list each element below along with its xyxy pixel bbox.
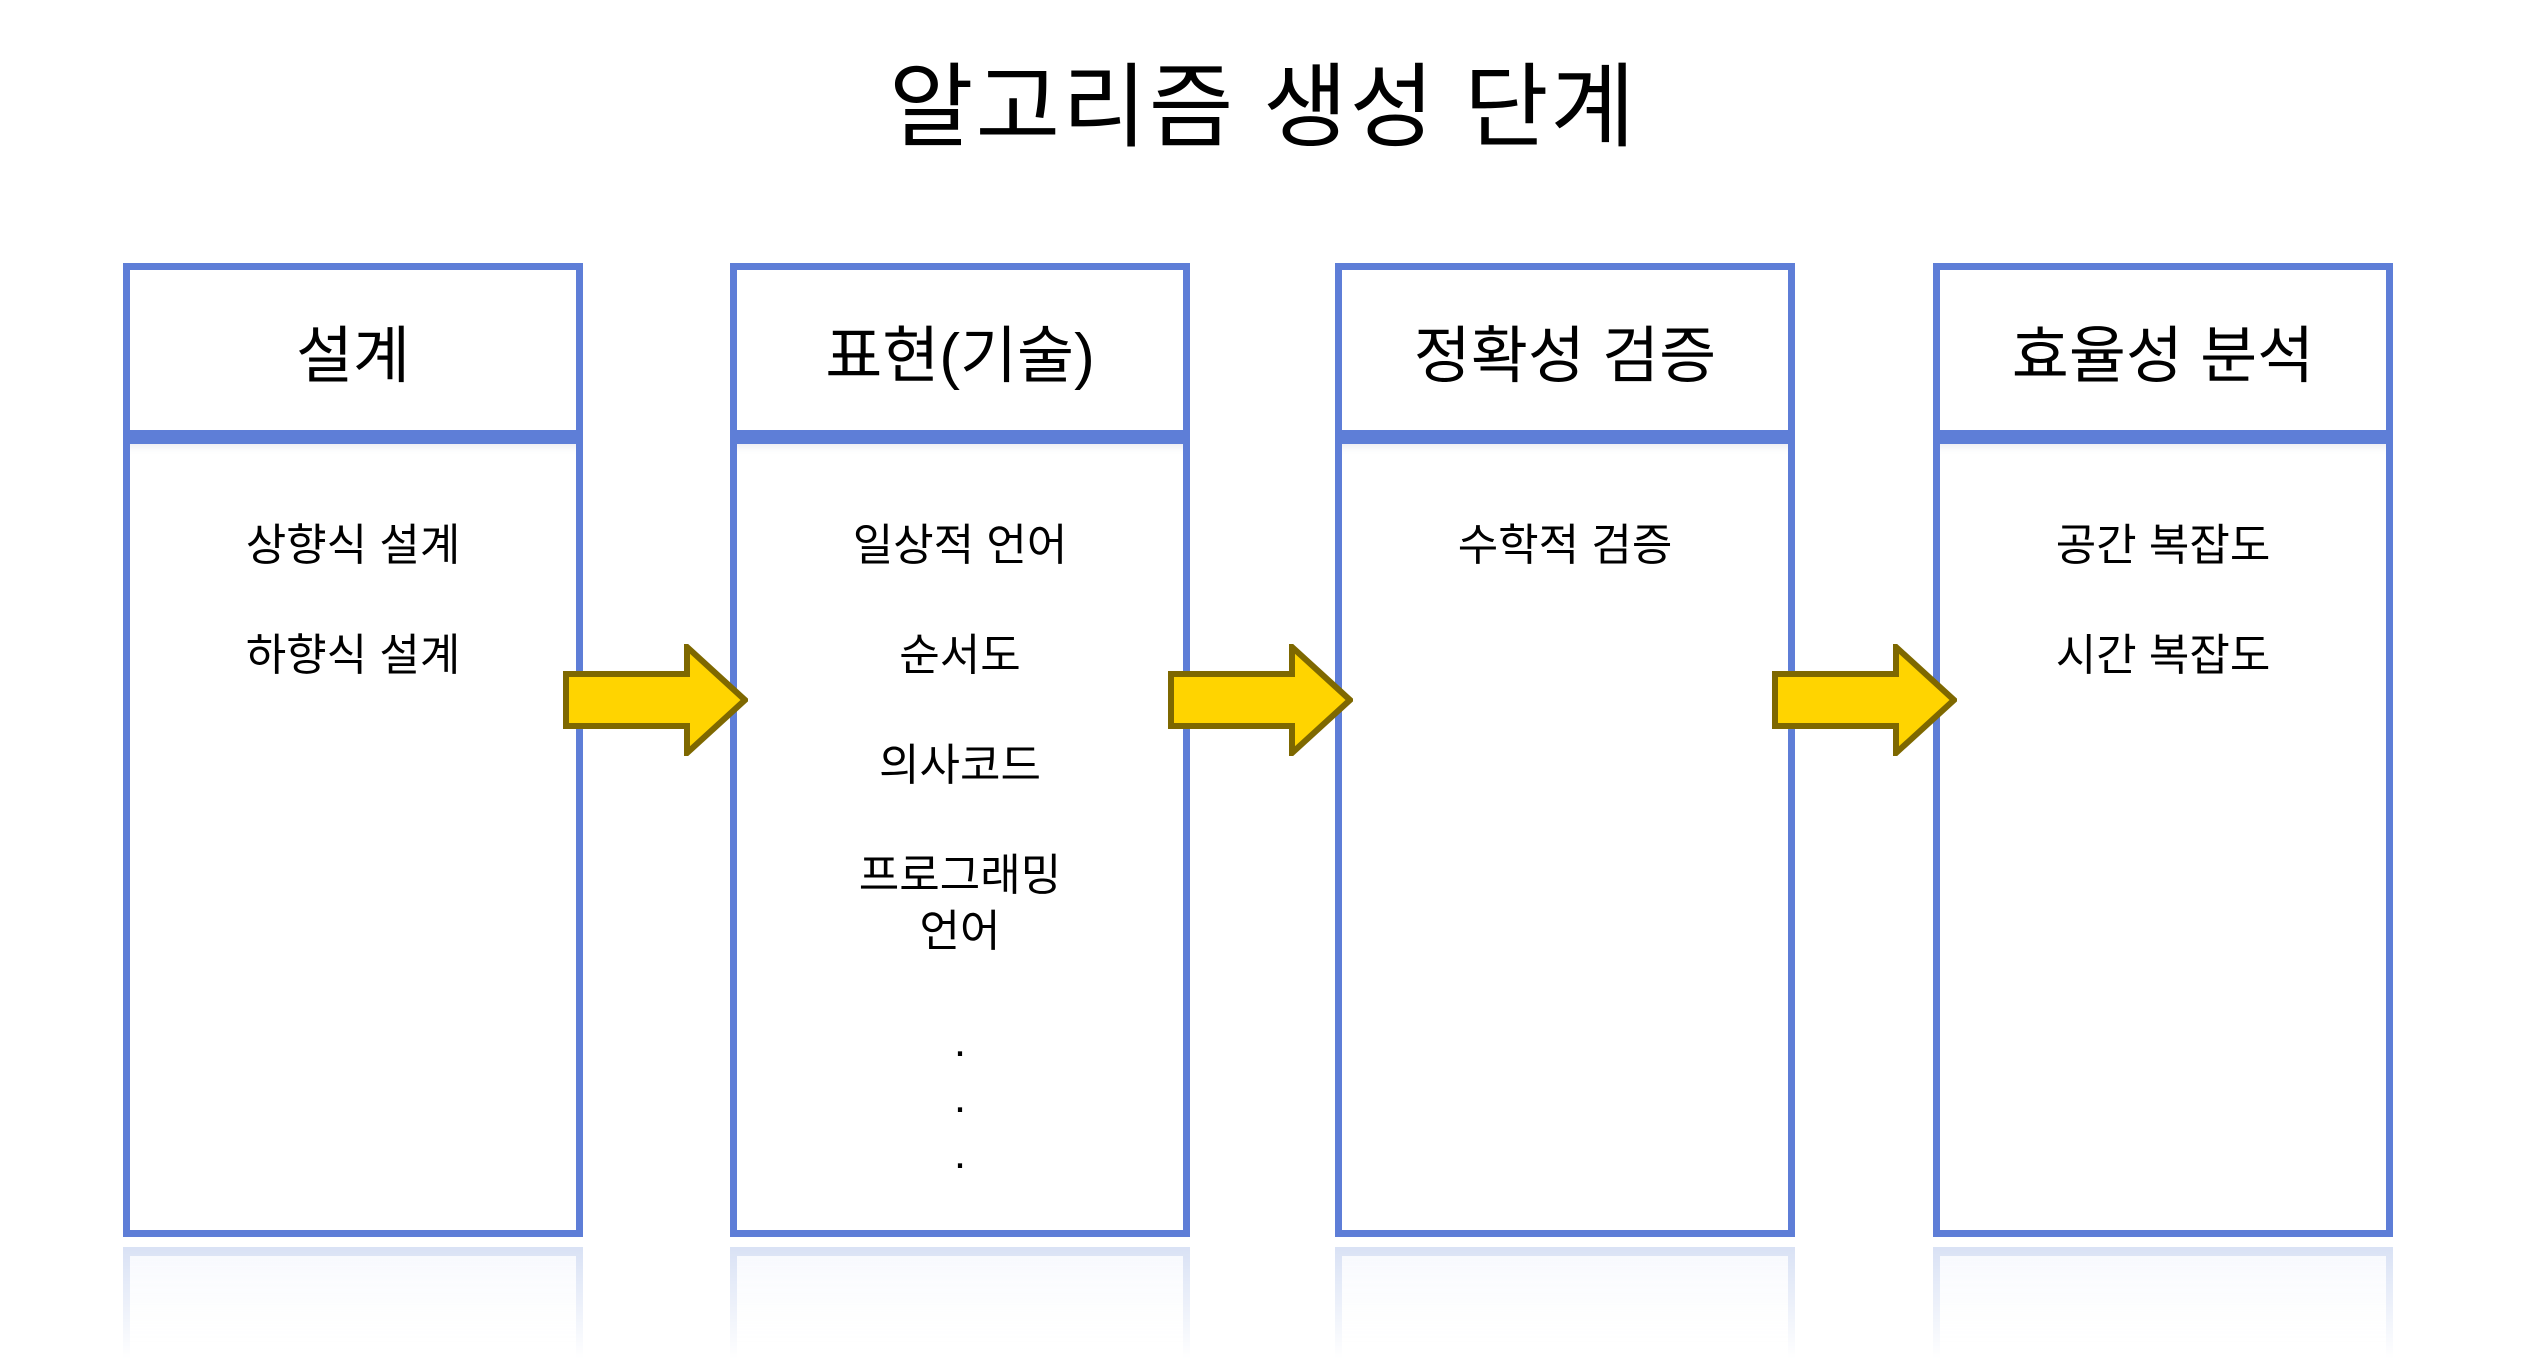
stage-header-label: 정확성 검증 [1413, 322, 1717, 391]
stage-item: 상향식 설계 [245, 521, 461, 570]
flow-arrow-icon [1772, 644, 1957, 756]
stage-body-correctness: 수학적 검증 [1335, 437, 1795, 1237]
flow-arrow-icon [563, 644, 748, 756]
stage-item: 일상적 언어 [852, 521, 1068, 570]
stage-header-label: 설계 [295, 322, 411, 391]
diagram-title: 알고리즘 생성 단계 [888, 57, 1638, 159]
stage-item: 수학적 검증 [1457, 521, 1673, 570]
stage-header-design: 설계 [123, 263, 583, 437]
stage-header-correctness: 정확성 검증 [1335, 263, 1795, 437]
stage-item: 순서도 [899, 631, 1021, 680]
stage-item: 프로그래밍 언어 [858, 851, 1062, 956]
stage-item: 시간 복잡도 [2055, 631, 2271, 680]
flow-arrow-icon [1168, 644, 1353, 756]
box-reflection [1933, 1247, 2393, 1359]
box-reflection [1335, 1247, 1795, 1359]
stage-column-correctness: 정확성 검증 수학적 검증 [1335, 263, 1795, 1359]
box-reflection [123, 1247, 583, 1359]
ellipsis-dot: . [953, 1129, 967, 1178]
stage-header-efficiency: 효율성 분석 [1933, 263, 2393, 437]
stage-header-label: 효율성 분석 [2011, 322, 2315, 391]
stage-item: 하향식 설계 [245, 631, 461, 680]
box-reflection [730, 1247, 1190, 1359]
stage-header-label: 표현(기술) [825, 322, 1095, 391]
ellipsis-dot: . [953, 1073, 967, 1122]
stage-item: 의사코드 [879, 741, 1041, 790]
stage-header-expression: 표현(기술) [730, 263, 1190, 437]
ellipsis-dot: . [953, 1017, 967, 1066]
stage-item: 공간 복잡도 [2055, 521, 2271, 570]
